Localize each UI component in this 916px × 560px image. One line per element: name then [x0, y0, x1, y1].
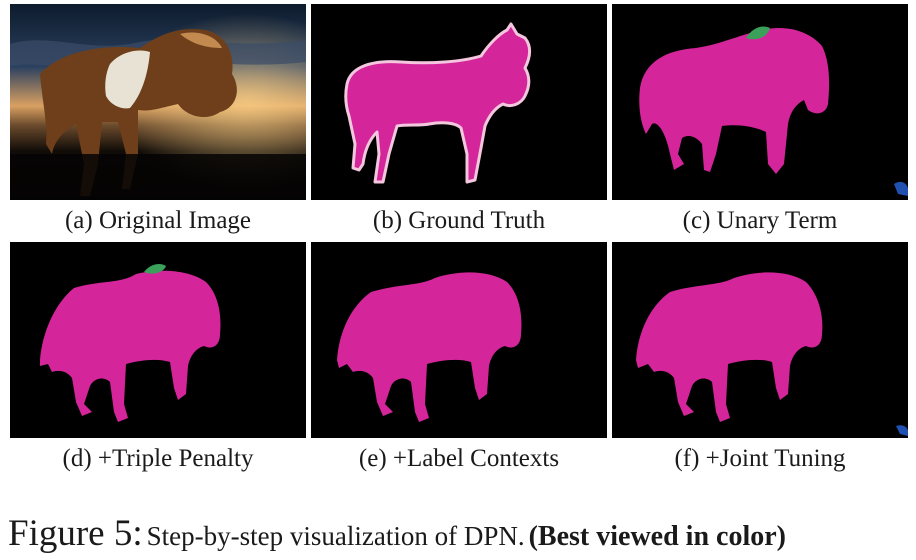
caption-label-contexts: (e) +Label Contexts [358, 445, 560, 472]
panel-ground-truth [311, 4, 607, 200]
panel-joint-tuning [612, 242, 908, 438]
horse-mask-ground-truth [344, 22, 532, 184]
caption-ground-truth: (b) Ground Truth [372, 207, 546, 234]
figure-label: Figure 5: [8, 513, 143, 554]
caption-unary-term: (c) Unary Term [682, 207, 838, 234]
horse-mask-triple-penalty [40, 270, 221, 422]
horse-mask-unary-term [639, 27, 830, 174]
figure-caption: Figure 5: Step-by-step visualization of … [8, 512, 913, 555]
panel-triple-penalty [10, 242, 306, 438]
caption-original-image: (a) Original Image [64, 207, 252, 234]
caption-triple-penalty: (d) +Triple Penalty [62, 445, 254, 472]
figure-caption-text: Step-by-step visualization of DPN. [146, 521, 525, 551]
horse-mask-joint-tuning [636, 272, 823, 422]
horse-mask-label-contexts [337, 272, 522, 422]
panel-unary-term [612, 4, 908, 200]
panel-label-contexts [311, 242, 607, 438]
panel-original-image [10, 4, 306, 200]
figure-caption-bold-note: (Best viewed in color) [528, 521, 786, 552]
caption-joint-tuning: (f) +Joint Tuning [674, 445, 846, 472]
